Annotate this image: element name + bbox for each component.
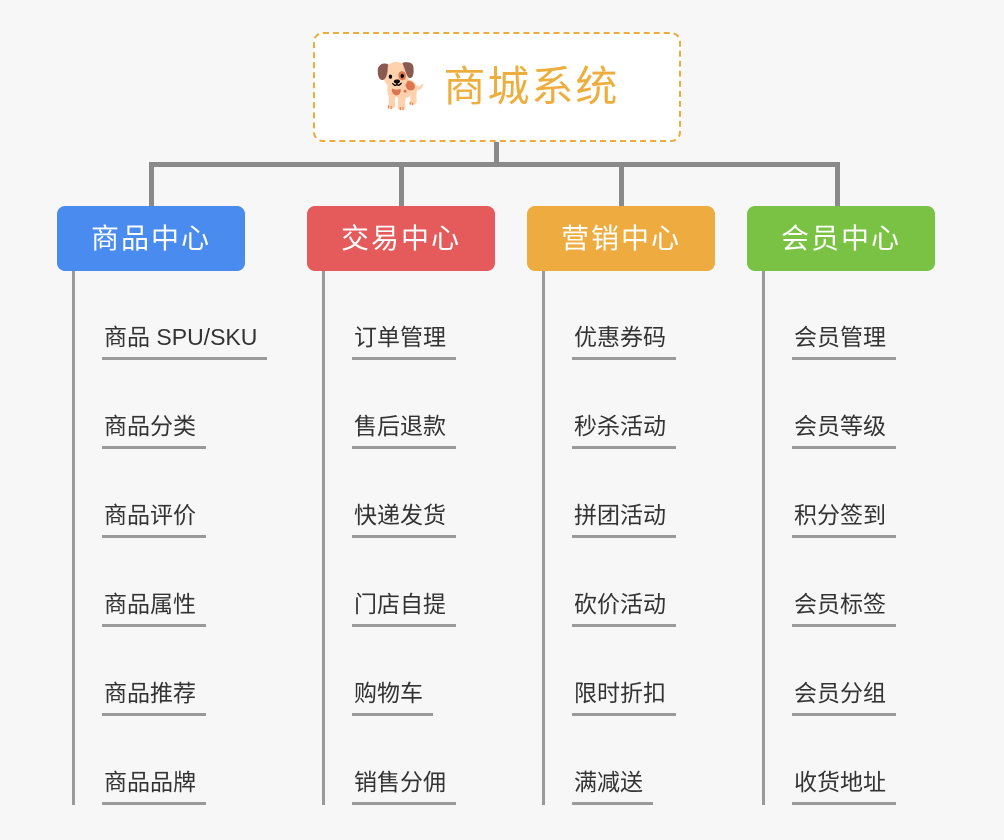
list-item[interactable]: 收货地址 <box>762 716 896 805</box>
leaf-label: 商品评价 <box>102 502 206 538</box>
list-item[interactable]: 商品评价 <box>72 449 267 538</box>
root-title: 商城系统 <box>443 63 620 110</box>
leaf-label: 商品品牌 <box>102 769 206 805</box>
category-box-marketing-center[interactable]: 营销中心 <box>527 206 715 271</box>
leaf-label: 商品 SPU/SKU <box>102 324 268 360</box>
list-item[interactable]: 订单管理 <box>322 271 456 360</box>
list-item[interactable]: 售后退款 <box>322 360 456 449</box>
list-item[interactable]: 门店自提 <box>322 538 456 627</box>
list-item[interactable]: 限时折扣 <box>542 627 676 716</box>
leaf-list-trade-center: 订单管理 售后退款 快递发货 门店自提 购物车 销售分佣 <box>322 271 456 805</box>
category-label: 营销中心 <box>560 222 681 254</box>
branch-trade-center: 交易中心 订单管理 售后退款 快递发货 门店自提 购物车 销售分佣 <box>307 206 495 805</box>
list-item[interactable]: 拼团活动 <box>542 449 676 538</box>
list-item[interactable]: 商品属性 <box>72 538 267 627</box>
list-item[interactable]: 砍价活动 <box>542 538 676 627</box>
branch-member-center: 会员中心 会员管理 会员等级 积分签到 会员标签 会员分组 收货地址 <box>747 206 935 805</box>
branch-marketing-center: 营销中心 优惠券码 秒杀活动 拼团活动 砍价活动 限时折扣 满减送 <box>527 206 715 805</box>
list-item[interactable]: 购物车 <box>322 627 456 716</box>
leaf-label: 会员分组 <box>792 680 896 716</box>
leaf-label: 销售分佣 <box>352 769 456 805</box>
leaf-label: 快递发货 <box>352 502 456 538</box>
leaf-list-product-center: 商品 SPU/SKU 商品分类 商品评价 商品属性 商品推荐 商品品牌 <box>72 271 268 805</box>
list-item[interactable]: 快递发货 <box>322 449 456 538</box>
list-item[interactable]: 销售分佣 <box>322 716 456 805</box>
leaf-label: 会员管理 <box>792 324 896 360</box>
list-item[interactable]: 商品推荐 <box>72 627 267 716</box>
leaf-label: 砍价活动 <box>572 591 676 627</box>
category-box-product-center[interactable]: 商品中心 <box>57 206 245 271</box>
leaf-label: 优惠券码 <box>572 324 676 360</box>
leaf-label: 商品属性 <box>102 591 206 627</box>
branch-trunk-line <box>542 271 545 805</box>
leaf-label: 满减送 <box>572 769 653 805</box>
category-label: 商品中心 <box>90 222 211 254</box>
leaf-label: 拼团活动 <box>572 502 676 538</box>
branch-trunk-line <box>322 271 325 805</box>
connector-drop-2 <box>399 162 404 207</box>
leaf-list-member-center: 会员管理 会员等级 积分签到 会员标签 会员分组 收货地址 <box>762 271 896 805</box>
list-item[interactable]: 积分签到 <box>762 449 896 538</box>
branch-trunk-line <box>72 271 75 805</box>
category-label: 会员中心 <box>780 222 901 254</box>
connector-drop-4 <box>835 162 840 207</box>
list-item[interactable]: 优惠券码 <box>542 271 676 360</box>
list-item[interactable]: 商品 SPU/SKU <box>72 271 268 360</box>
branch-product-center: 商品中心 商品 SPU/SKU 商品分类 商品评价 商品属性 商品推荐 商品品牌 <box>57 206 268 805</box>
list-item[interactable]: 会员标签 <box>762 538 896 627</box>
leaf-list-marketing-center: 优惠券码 秒杀活动 拼团活动 砍价活动 限时折扣 满减送 <box>542 271 676 805</box>
list-item[interactable]: 秒杀活动 <box>542 360 676 449</box>
list-item[interactable]: 商品品牌 <box>72 716 267 805</box>
leaf-label: 会员标签 <box>792 591 896 627</box>
root-connector-stem <box>494 142 499 166</box>
shiba-dog-face-icon: 🐕 <box>374 62 430 111</box>
leaf-label: 商品分类 <box>102 413 206 449</box>
category-label: 交易中心 <box>340 222 461 254</box>
leaf-label: 限时折扣 <box>572 680 676 716</box>
root-connector-bus <box>149 162 840 167</box>
connector-drop-3 <box>619 162 624 207</box>
leaf-label: 积分签到 <box>792 502 896 538</box>
leaf-label: 商品推荐 <box>102 680 206 716</box>
list-item[interactable]: 会员等级 <box>762 360 896 449</box>
leaf-label: 订单管理 <box>352 324 456 360</box>
leaf-label: 购物车 <box>352 680 433 716</box>
leaf-label: 收货地址 <box>792 769 896 805</box>
leaf-label: 秒杀活动 <box>572 413 676 449</box>
leaf-label: 售后退款 <box>352 413 456 449</box>
root-node[interactable]: 🐕 商城系统 <box>313 32 681 142</box>
category-box-member-center[interactable]: 会员中心 <box>747 206 935 271</box>
list-item[interactable]: 会员管理 <box>762 271 896 360</box>
leaf-label: 门店自提 <box>352 591 456 627</box>
category-box-trade-center[interactable]: 交易中心 <box>307 206 495 271</box>
list-item[interactable]: 商品分类 <box>72 360 267 449</box>
list-item[interactable]: 满减送 <box>542 716 676 805</box>
list-item[interactable]: 会员分组 <box>762 627 896 716</box>
connector-drop-1 <box>149 162 154 207</box>
leaf-label: 会员等级 <box>792 413 896 449</box>
branch-trunk-line <box>762 271 765 805</box>
